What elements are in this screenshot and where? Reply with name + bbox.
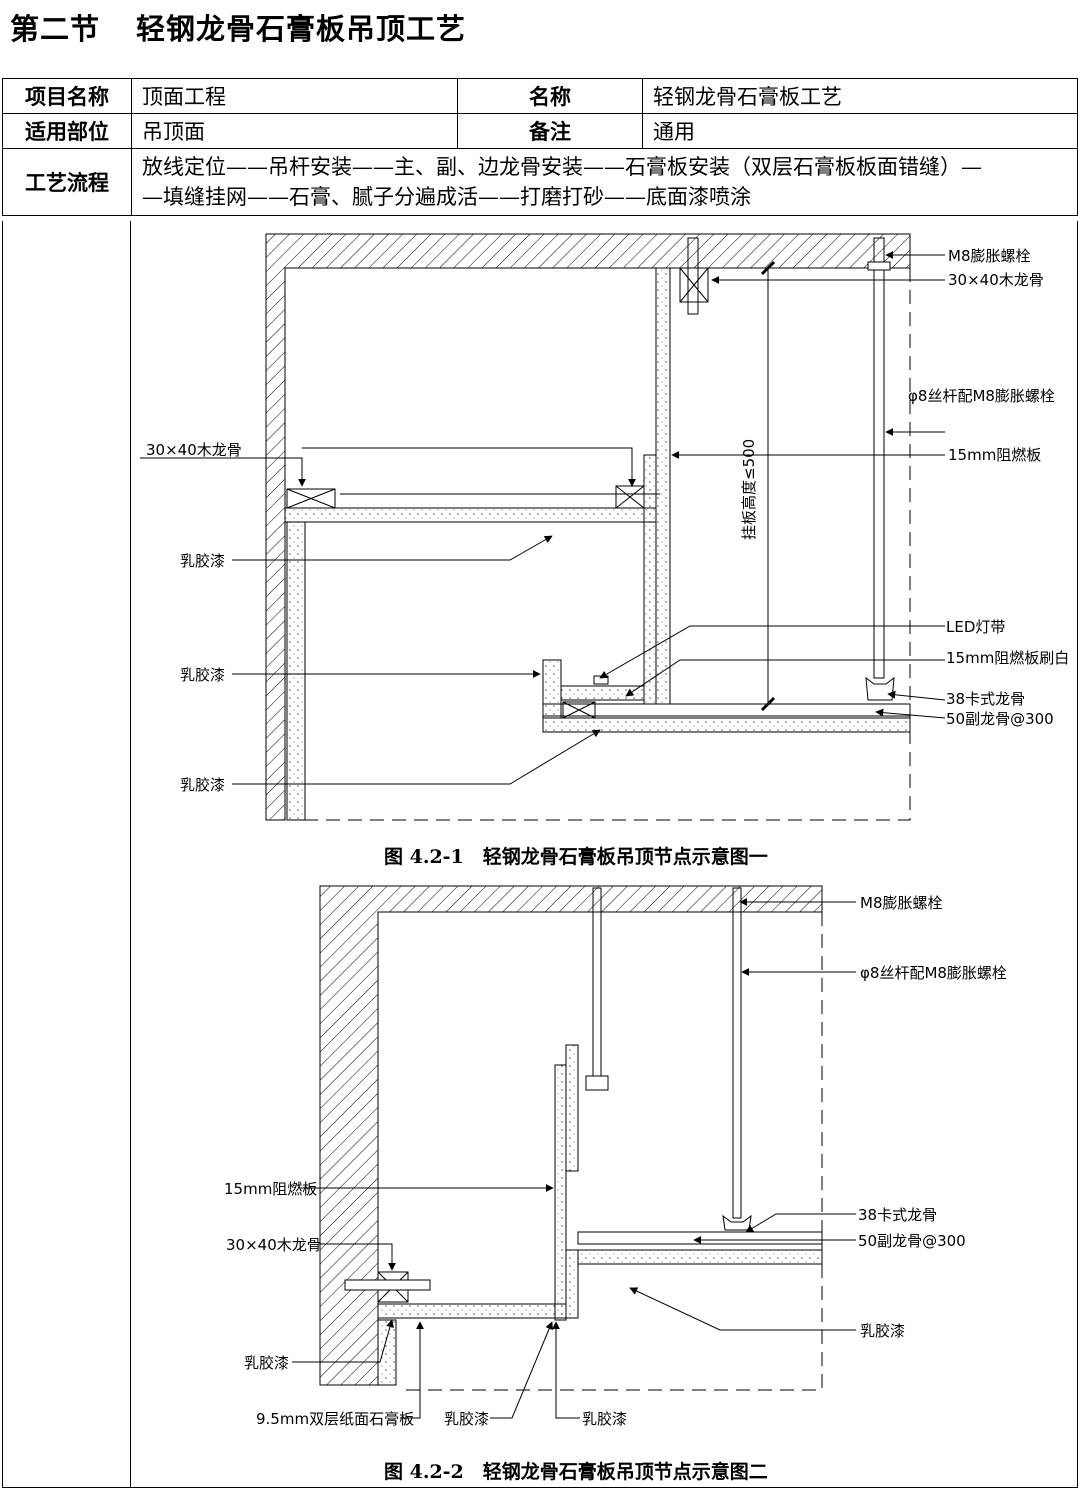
leader bbox=[887, 690, 946, 701]
wood-keel-cross bbox=[615, 485, 645, 509]
leader bbox=[490, 1321, 553, 1419]
label-latex-left: 乳胶漆 bbox=[244, 1354, 289, 1372]
label-wood-keel-2: 30×40木龙骨 bbox=[226, 1236, 322, 1254]
rod-nut bbox=[867, 261, 891, 271]
wood-keel-cross bbox=[286, 488, 336, 509]
label-gypsum-board: 9.5mm双层纸面石膏板 bbox=[256, 1410, 414, 1428]
leader bbox=[232, 535, 553, 561]
leader bbox=[400, 1321, 424, 1419]
threaded-rod-right bbox=[732, 887, 742, 1219]
upper-horizontal-board bbox=[284, 507, 657, 523]
drawing-cell bbox=[2, 221, 1078, 1488]
table-row: 适用部位 吊顶面 备注 通用 bbox=[2, 113, 1078, 149]
block-cross bbox=[562, 701, 596, 719]
label-latex-2: 乳胶漆 bbox=[180, 666, 225, 684]
bottom-gypsum-board bbox=[542, 717, 911, 733]
project-name-key: 项目名称 bbox=[2, 78, 132, 114]
leader bbox=[599, 625, 945, 679]
height-limit-label: 挂板高度≤500 bbox=[740, 439, 758, 540]
leader bbox=[140, 457, 306, 487]
label-keel-50-2: 50副龙骨@300 bbox=[858, 1232, 966, 1250]
rod-nut bbox=[585, 1075, 609, 1091]
process-flow-key: 工艺流程 bbox=[2, 148, 132, 216]
dim-tick bbox=[760, 260, 776, 276]
process-flow-line-1: 放线定位——吊杆安装——主、副、边龙骨安装——石膏板安装（双层石膏板板面错缝）— bbox=[142, 155, 982, 179]
boundary-dashed-2 bbox=[400, 912, 823, 1391]
dim-tick bbox=[760, 696, 776, 712]
vertical-board-2 bbox=[643, 454, 657, 705]
label-wood-keel-left: 30×40木龙骨 bbox=[146, 441, 242, 459]
label-latex-bottom-2: 乳胶漆 bbox=[582, 1410, 627, 1428]
concrete-slab-wall-2 bbox=[319, 885, 823, 1386]
threaded-rod bbox=[873, 237, 885, 679]
process-flow-line-2: —填缝挂网——石膏、腻子分遍成活——打磨打砂——底面漆喷涂 bbox=[142, 185, 751, 209]
lower-board-2 bbox=[377, 1303, 567, 1319]
label-keel-38-2: 38卡式龙骨 bbox=[858, 1206, 937, 1224]
leader bbox=[875, 708, 946, 719]
top-wood-keel bbox=[679, 267, 709, 303]
column-divider bbox=[130, 221, 131, 1487]
label-fireboard-2: 15mm阻燃板 bbox=[224, 1180, 317, 1198]
leader bbox=[292, 1319, 394, 1363]
figure-1-caption: 图 4.2-1 轻钢龙骨石膏板吊顶节点示意图一 bbox=[384, 845, 768, 868]
label-latex-bottom-1: 乳胶漆 bbox=[444, 1410, 489, 1428]
keel-50-2 bbox=[577, 1231, 823, 1245]
section-title: 轻钢龙骨石膏板吊顶工艺 bbox=[136, 12, 467, 46]
carrier-clip-2 bbox=[722, 1214, 752, 1231]
leader bbox=[232, 729, 601, 785]
leader bbox=[745, 1213, 856, 1233]
label-led: LED灯带 bbox=[946, 618, 1005, 636]
small-wood-block bbox=[562, 701, 596, 719]
label-m8-bolt-2: M8膨胀螺栓 bbox=[860, 894, 943, 912]
label-fireboard-white: 15mm阻燃板刷白 bbox=[946, 649, 1069, 667]
figure-2: M8膨胀螺栓 φ8丝杆配M8膨胀螺栓 15mm阻燃板 30×40木龙骨 38卡式… bbox=[224, 885, 1007, 1483]
carrier-clip bbox=[865, 676, 895, 701]
label-latex-right: 乳胶漆 bbox=[860, 1322, 905, 1340]
figure-1: 挂板高度≤500 M8膨胀螺栓 30×40木龙骨 φ8丝杆配M8膨胀螺栓 15m… bbox=[140, 233, 1069, 868]
wood-keel-left bbox=[286, 488, 336, 509]
figure-2-caption: 图 4.2-2 轻钢龙骨石膏板吊顶节点示意图二 bbox=[384, 1460, 768, 1483]
concrete-slab-wall bbox=[265, 233, 911, 821]
boundary-dashed bbox=[305, 268, 911, 821]
label-wood-keel-right: 30×40木龙骨 bbox=[948, 271, 1044, 289]
keel-cross bbox=[679, 267, 709, 303]
label-rod-2: φ8丝杆配M8膨胀螺栓 bbox=[860, 964, 1007, 982]
leader bbox=[629, 1287, 856, 1331]
label-latex-1: 乳胶漆 bbox=[180, 552, 225, 570]
info-table: 项目名称 顶面工程 名称 轻钢龙骨石膏板工艺 适用部位 吊顶面 备注 通用 工艺… bbox=[2, 78, 1078, 216]
vertical-fireboard-2a bbox=[565, 1044, 579, 1172]
applicable-part-key: 适用部位 bbox=[2, 113, 132, 149]
label-latex-3: 乳胶漆 bbox=[180, 776, 225, 794]
section-heading: 第二节 轻钢龙骨石膏板吊顶工艺 bbox=[10, 6, 502, 48]
label-fireboard: 15mm阻燃板 bbox=[948, 446, 1041, 464]
leader bbox=[318, 1243, 396, 1271]
light-trough-base bbox=[560, 685, 645, 701]
table-row: 工艺流程 放线定位——吊杆安装——主、副、边龙骨安装——石膏板安装（双层石膏板板… bbox=[2, 148, 1078, 216]
leader bbox=[302, 447, 636, 487]
threaded-rod-left bbox=[592, 887, 602, 1089]
remark-value: 通用 bbox=[642, 113, 1078, 149]
keel-50 bbox=[542, 703, 911, 717]
step-board bbox=[565, 1249, 579, 1319]
process-flow-value: 放线定位——吊杆安装——主、副、边龙骨安装——石膏板安装（双层石膏板板面错缝）—… bbox=[131, 148, 1078, 216]
label-keel-38: 38卡式龙骨 bbox=[946, 690, 1025, 708]
vertical-fireboard-2b bbox=[554, 1064, 567, 1321]
light-trough-side bbox=[542, 659, 562, 719]
label-keel-50: 50副龙骨@300 bbox=[946, 710, 1054, 728]
label-rod: φ8丝杆配M8膨胀螺栓 bbox=[908, 387, 1055, 405]
wall-plaster-2 bbox=[377, 1319, 397, 1386]
wall-plaster-layer bbox=[286, 521, 306, 821]
leader bbox=[625, 659, 945, 697]
leader bbox=[552, 1321, 580, 1419]
expansion-bolt bbox=[687, 237, 699, 315]
label-m8-bolt: M8膨胀螺栓 bbox=[948, 247, 1031, 265]
applicable-part-value: 吊顶面 bbox=[131, 113, 458, 149]
section-number: 第二节 bbox=[10, 12, 101, 46]
expansion-bolt-2 bbox=[344, 1279, 431, 1291]
upper-board-2 bbox=[577, 1249, 823, 1265]
